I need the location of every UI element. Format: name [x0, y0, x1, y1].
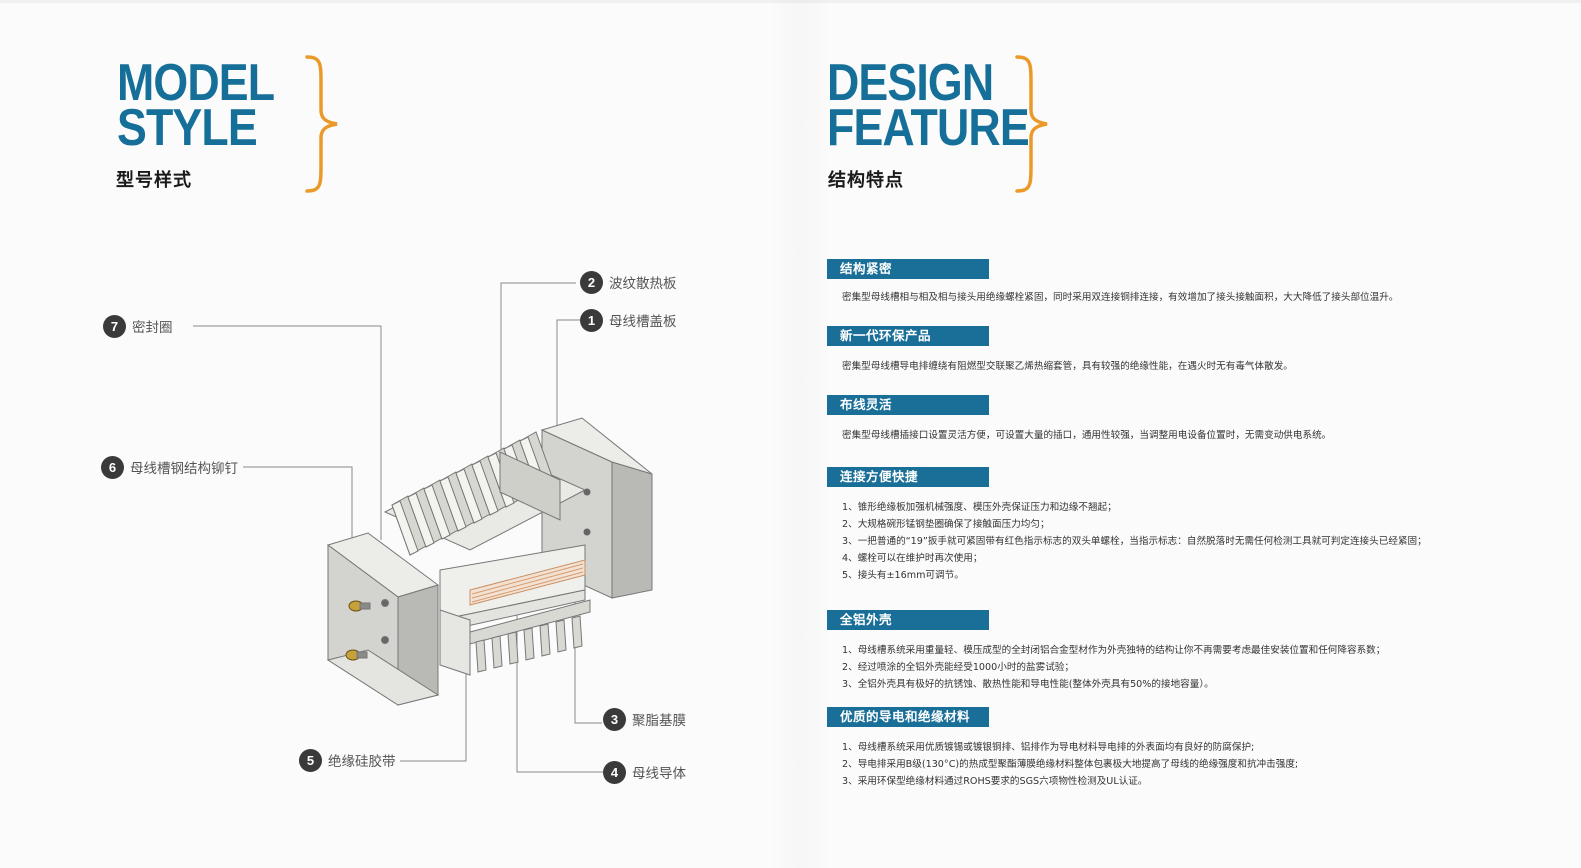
section-body: 密集型母线槽相与相及相与接头用绝缘螺栓紧固，同时采用双连接铜排连接，有效增加了接… — [842, 289, 1398, 306]
brace-icon — [305, 55, 338, 193]
left-end-plate — [326, 532, 440, 706]
top-border — [0, 0, 1581, 3]
section-line: 密集型母线槽相与相及相与接头用绝缘螺栓紧固，同时采用双连接铜排连接，有效增加了接… — [842, 292, 1399, 303]
section-line: 1、母线槽系统采用优质镀锡或镀银铜排、铝排作为导电材料导电排的外表面均有良好的防… — [842, 742, 1255, 753]
brace-icon — [1015, 55, 1048, 193]
callout-label: 母线槽钢结构铆钉 — [130, 461, 238, 477]
section-body: 密集型母线槽导电排缠绕有阻燃型交联聚乙烯热缩套管，具有较强的绝缘性能，在遇火时无… — [842, 358, 1293, 375]
rivet-icon — [345, 649, 368, 661]
section-body: 1、母线槽系统采用优质镀锡或镀银铜排、铝排作为导电材料导电排的外表面均有良好的防… — [842, 739, 1298, 790]
section-heading: 结构紧密 — [827, 259, 989, 279]
section-heading: 优质的导电和绝缘材料 — [827, 707, 989, 727]
section-body: 密集型母线槽插接口设置灵活方便，可设置大量的插口，通用性较强，当调整用电设备位置… — [842, 427, 1331, 444]
section-line: 1、锥形绝缘板加强机械强度、模压外壳保证压力和边缘不翘起； — [842, 502, 1117, 513]
title-line-1: DESIGN — [827, 54, 994, 112]
section-line: 2、导电排采用B级(130°C)的热成型聚酯薄膜绝缘材料整体包裹极大地提高了母线… — [842, 759, 1299, 770]
callout-label: 密封圈 — [132, 320, 173, 336]
callout-7: 7 密封圈 — [103, 313, 173, 339]
section-line: 5、接头有±16mm可调节。 — [842, 570, 964, 581]
callout-number: 5 — [299, 748, 322, 772]
callout-number: 3 — [603, 707, 626, 731]
callout-3: 3 聚脂基膜 — [603, 706, 686, 732]
corrugated-heat-sink — [383, 431, 587, 556]
section-heading: 连接方便快捷 — [827, 467, 989, 487]
section-heading: 新一代环保产品 — [827, 326, 989, 346]
section-heading: 全铝外壳 — [827, 610, 989, 630]
title-line-1: MODEL — [117, 54, 275, 112]
section-line: 密集型母线槽导电排缠绕有阻燃型交联聚乙烯热缩套管，具有较强的绝缘性能，在遇火时无… — [842, 361, 1293, 372]
section-line: 密集型母线槽插接口设置灵活方便，可设置大量的插口，通用性较强，当调整用电设备位置… — [842, 430, 1332, 441]
callout-label: 母线导体 — [632, 766, 686, 782]
title-line-2: STYLE — [117, 99, 258, 157]
design-feature-title: DESIGN FEATURE — [827, 54, 1030, 157]
page-fold — [770, 0, 830, 868]
section-line: 2、经过喷涂的全铝外壳能经受1000小时的盐雾试验； — [842, 662, 1074, 673]
callout-label: 绝缘硅胶带 — [328, 754, 396, 770]
callout-label: 波纹散热板 — [609, 276, 677, 292]
section-body: 1、母线槽系统采用重量轻、模压成型的全封闭铝合金型材作为外壳独特的结构让你不再需… — [842, 642, 1385, 693]
callout-label: 母线槽盖板 — [609, 314, 677, 330]
section-body: 1、锥形绝缘板加强机械强度、模压外壳保证压力和边缘不翘起； 2、大规格碗形锰钢垫… — [842, 499, 1427, 584]
callout-1: 1 母线槽盖板 — [580, 307, 677, 333]
callout-5: 5 绝缘硅胶带 — [299, 747, 396, 773]
callout-2: 2 波纹散热板 — [580, 269, 677, 295]
callout-6: 6 母线槽钢结构铆钉 — [101, 454, 238, 480]
section-line: 3、一把普通的“19”扳手就可紧固带有红色指示标志的双头单螺栓，当指示标志：自然… — [842, 536, 1427, 547]
callout-number: 2 — [580, 270, 603, 294]
section-line: 1、母线槽系统采用重量轻、模压成型的全封闭铝合金型材作为外壳独特的结构让你不再需… — [842, 645, 1386, 656]
callout-number: 7 — [103, 314, 126, 338]
callout-label: 聚脂基膜 — [632, 713, 686, 729]
model-style-subtitle: 型号样式 — [116, 170, 192, 191]
design-feature-subtitle: 结构特点 — [828, 170, 904, 191]
callout-number: 1 — [580, 308, 603, 332]
section-line: 3、采用环保型绝缘材料通过ROHS要求的SGS六项物性检测及UL认证。 — [842, 776, 1148, 787]
callout-4: 4 母线导体 — [603, 759, 686, 785]
callout-number: 6 — [101, 455, 124, 479]
section-line: 4、螺栓可以在维护时再次使用； — [842, 553, 983, 564]
section-line: 2、大规格碗形锰钢垫圈确保了接触面压力均匀； — [842, 519, 1050, 530]
section-line: 3、全铝外壳具有极好的抗锈蚀、散热性能和导电性能(整体外壳具有50%的接地容量）… — [842, 679, 1214, 690]
bottom-heat-sink — [439, 599, 591, 676]
conductor-stack — [439, 544, 586, 633]
title-line-2: FEATURE — [827, 99, 1030, 157]
model-style-title: MODEL STYLE — [117, 54, 275, 157]
callout-number: 4 — [603, 760, 626, 784]
rivet-icon — [348, 600, 371, 612]
section-heading: 布线灵活 — [827, 395, 989, 415]
